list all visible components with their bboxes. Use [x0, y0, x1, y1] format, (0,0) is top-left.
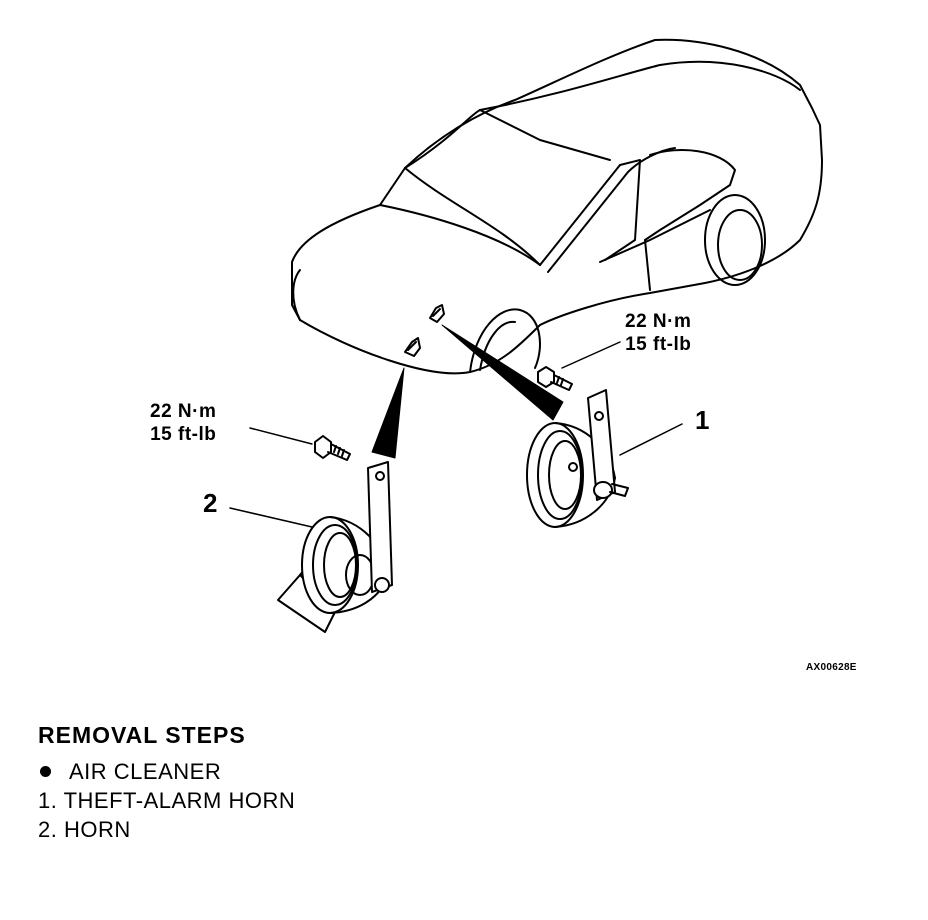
callout-part-1: 1 [695, 405, 710, 435]
horn-installation-illustration [229, 38, 823, 633]
torque-right-metric: 22 N·m [625, 311, 692, 332]
step-number: 2. [38, 817, 58, 842]
step-text: AIR CLEANER [69, 759, 222, 784]
step-air-cleaner: AIR CLEANER [38, 757, 295, 786]
bolt-right [537, 341, 621, 391]
callout-part-2: 2 [203, 488, 218, 518]
bullet-icon [40, 765, 51, 777]
car-outline [291, 38, 823, 375]
horn-1-illustration [526, 389, 683, 528]
step-horn: 2. HORN [38, 815, 295, 844]
pointer-wedge-left [371, 367, 405, 459]
removal-steps: REMOVAL STEPS AIR CLEANER 1. THEFT-ALARM… [38, 722, 295, 844]
torque-spec-left: 22 N·m 15 ft-lb [150, 400, 216, 446]
horn-2-illustration [229, 461, 393, 633]
mount-point-left [404, 337, 421, 357]
step-number: 1. [38, 788, 58, 813]
torque-right-imperial: 15 ft-lb [625, 334, 692, 355]
mount-point-right [429, 304, 445, 323]
pointer-wedge-right [441, 324, 564, 421]
step-text: HORN [63, 817, 131, 842]
figure-code: AX00628E [806, 662, 857, 673]
bolt-left [249, 427, 351, 461]
step-text: THEFT-ALARM HORN [63, 788, 296, 813]
step-theft-alarm-horn: 1. THEFT-ALARM HORN [38, 786, 295, 815]
torque-left-imperial: 15 ft-lb [150, 424, 217, 445]
torque-spec-right: 22 N·m 15 ft-lb [625, 310, 691, 356]
removal-steps-title: REMOVAL STEPS [38, 722, 246, 748]
torque-left-metric: 22 N·m [150, 401, 217, 422]
